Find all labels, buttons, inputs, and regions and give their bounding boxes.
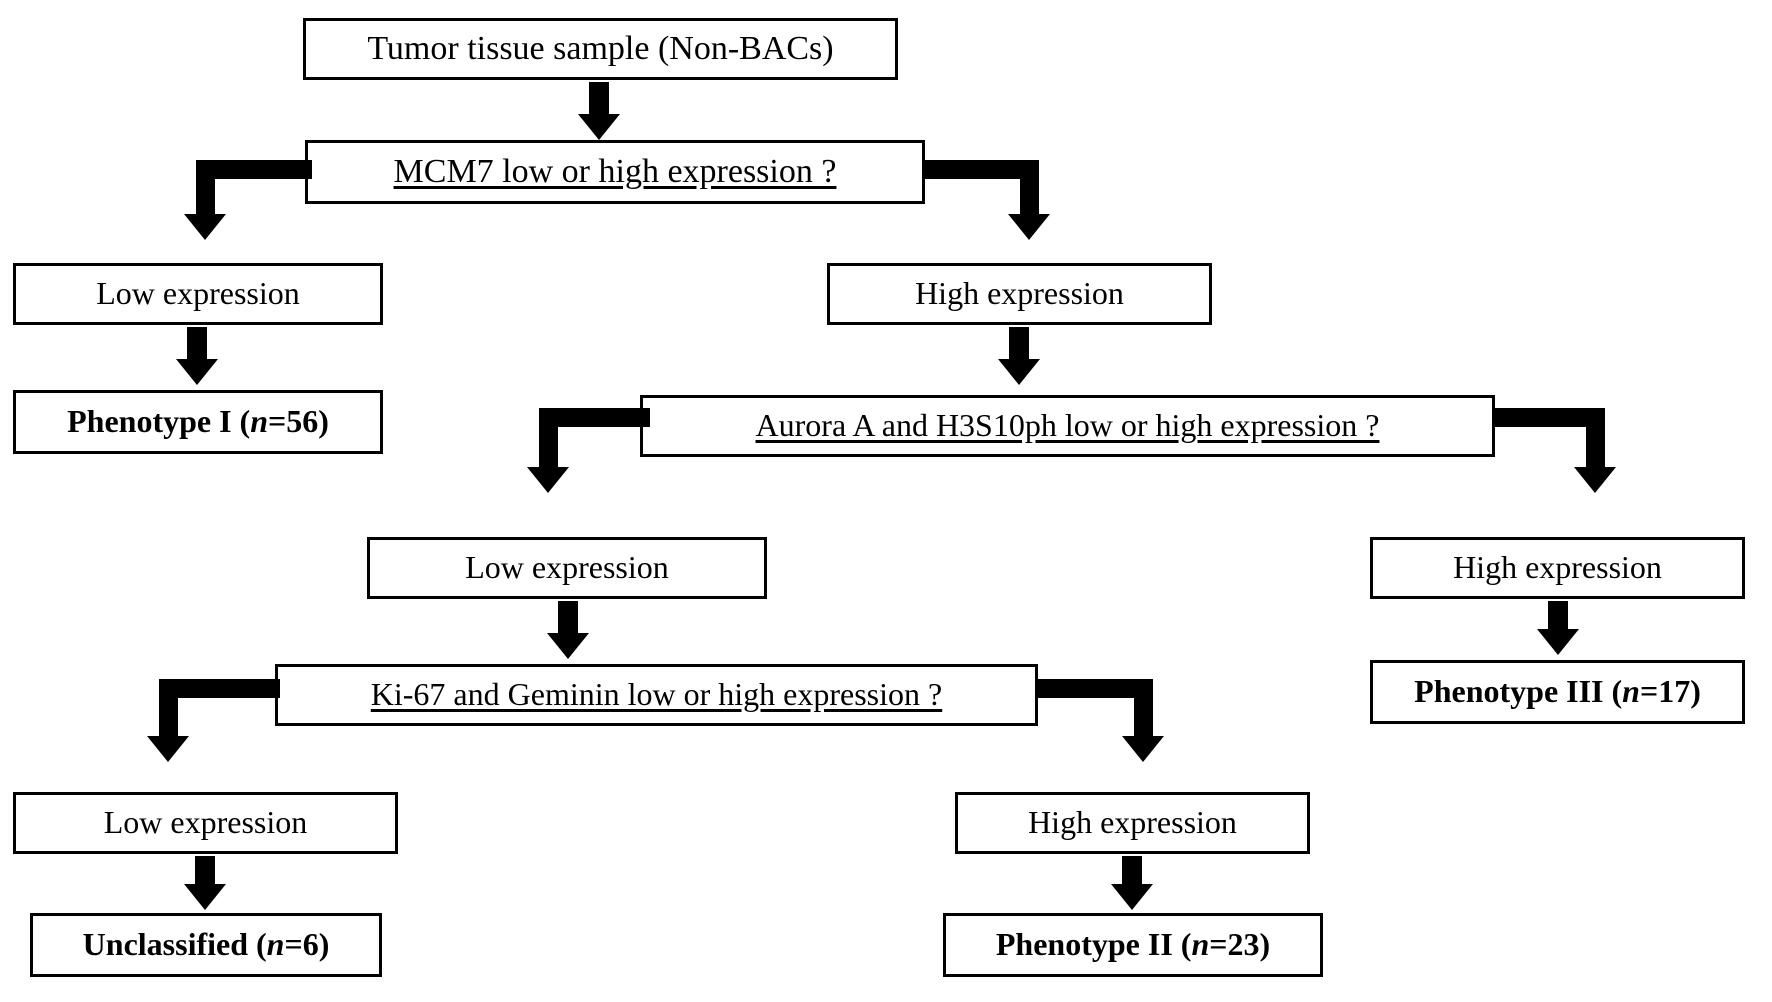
arrow-root-to-mcm7: [578, 82, 620, 140]
arrow-head: [1008, 214, 1050, 240]
arrow-head: [998, 359, 1040, 385]
arrow-mcm7-to-low: [182, 160, 312, 242]
node-ki67-high-expression: High expression: [955, 792, 1310, 854]
arrow-ki67-to-high: [1036, 679, 1171, 769]
node-label: Low expression: [465, 549, 669, 586]
arrow-vertical-bar: [196, 160, 215, 218]
arrow-mcm7high-to-aurora: [998, 327, 1040, 387]
arrow-ki67-to-low: [145, 679, 280, 769]
node-phenotype-3: Phenotype III (n=17): [1370, 660, 1745, 724]
node-label: Low expression: [103, 804, 308, 841]
node-label: Low expression: [96, 275, 300, 312]
node-label: Phenotype II (n=23): [995, 926, 1271, 963]
node-label: Phenotype I (n=56): [67, 403, 329, 440]
node-mcm7-low-expression: Low expression: [13, 263, 383, 325]
node-ki67-low-expression: Low expression: [13, 792, 398, 854]
node-tumor-tissue-sample: Tumor tissue sample (Non-BACs): [303, 18, 898, 80]
arrow-head: [176, 359, 218, 385]
node-label: High expression: [1453, 549, 1662, 586]
arrow-ki67low-to-unclassified: [184, 856, 226, 914]
arrow-head: [1122, 736, 1164, 762]
arrow-vertical-bar: [539, 408, 558, 471]
arrow-shaft: [1548, 601, 1568, 631]
arrow-head: [547, 633, 589, 659]
node-label: Unclassified (n=6): [82, 926, 330, 963]
arrow-shaft: [1009, 327, 1029, 361]
node-decision-aurora: Aurora A and H3S10ph low or high express…: [640, 395, 1495, 457]
node-label: Ki-67 and Geminin low or high expression…: [370, 676, 943, 713]
arrow-horizontal-bar: [159, 679, 280, 698]
node-label: High expression: [915, 275, 1124, 312]
arrow-head: [147, 736, 189, 762]
arrow-head: [1574, 467, 1616, 493]
node-phenotype-1: Phenotype I (n=56): [13, 390, 383, 454]
arrow-head: [578, 114, 620, 140]
node-phenotype-2: Phenotype II (n=23): [943, 913, 1323, 977]
arrow-vertical-bar: [1134, 679, 1153, 740]
arrow-mcm7-to-high: [923, 160, 1055, 242]
arrow-shaft: [187, 327, 207, 361]
arrow-head: [1111, 884, 1153, 910]
arrow-shaft: [1122, 856, 1142, 886]
node-mcm7-high-expression: High expression: [827, 263, 1212, 325]
arrow-shaft: [589, 82, 609, 116]
arrow-aurora-to-low: [525, 408, 650, 500]
arrow-head: [527, 467, 569, 493]
arrow-ki67high-to-phenotype2: [1111, 856, 1153, 914]
node-label: Aurora A and H3S10ph low or high express…: [755, 407, 1380, 444]
arrow-vertical-bar: [159, 679, 178, 740]
arrow-horizontal-bar: [539, 408, 650, 427]
arrow-shaft: [195, 856, 215, 886]
arrow-aurorahigh-to-phenotype3: [1537, 601, 1579, 661]
arrow-auroralow-to-ki67: [547, 601, 589, 661]
arrow-head: [1537, 629, 1579, 655]
node-decision-ki67: Ki-67 and Geminin low or high expression…: [275, 664, 1038, 726]
arrow-shaft: [558, 601, 578, 635]
node-label: MCM7 low or high expression ?: [393, 153, 837, 191]
arrow-head: [184, 214, 226, 240]
arrow-horizontal-bar: [1493, 408, 1605, 427]
node-label: Phenotype III (n=17): [1414, 673, 1701, 710]
arrow-aurora-to-high: [1493, 408, 1623, 500]
arrow-vertical-bar: [1586, 408, 1605, 471]
node-aurora-low-expression: Low expression: [367, 537, 767, 599]
node-aurora-high-expression: High expression: [1370, 537, 1745, 599]
node-label: High expression: [1028, 804, 1237, 841]
arrow-horizontal-bar: [1036, 679, 1153, 698]
arrow-horizontal-bar: [196, 160, 312, 179]
arrow-horizontal-bar: [923, 160, 1039, 179]
node-label: Tumor tissue sample (Non-BACs): [367, 30, 834, 68]
node-decision-mcm7: MCM7 low or high expression ?: [305, 140, 925, 204]
arrow-head: [184, 884, 226, 910]
arrow-mcm7low-to-phenotype1: [176, 327, 218, 387]
node-unclassified: Unclassified (n=6): [30, 913, 382, 977]
arrow-vertical-bar: [1020, 160, 1039, 218]
